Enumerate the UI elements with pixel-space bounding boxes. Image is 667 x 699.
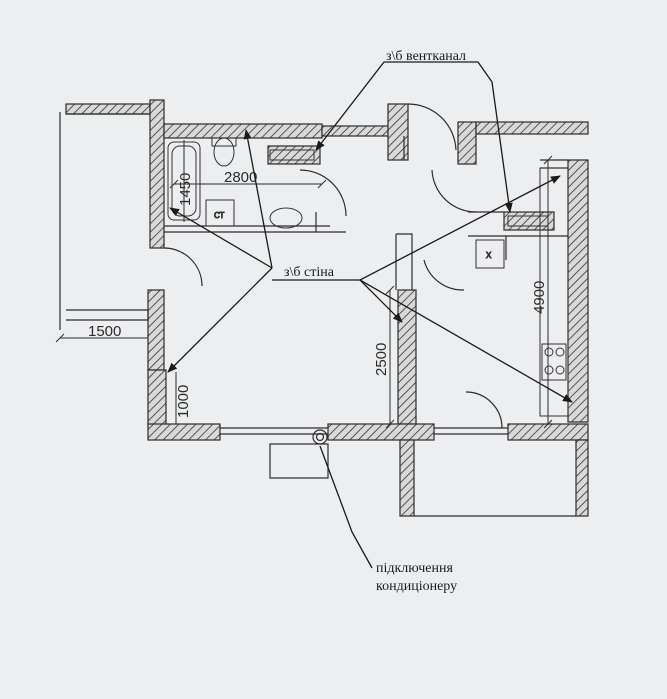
dim-1450: 1450 — [177, 173, 194, 206]
wall-vent-right — [457, 121, 477, 165]
wall-bottom-left — [147, 423, 221, 441]
label-ac-connection-1: підключення — [376, 561, 453, 576]
concrete-walls — [65, 99, 589, 517]
label-vent-duct: з\б вентканал — [386, 49, 466, 64]
washbasin-cabinet — [205, 199, 235, 227]
wall-balcony-right-post — [575, 439, 589, 517]
annotation-leaders — [167, 61, 573, 569]
wall-vent-left — [387, 103, 409, 161]
dim-1500: 1500 — [88, 323, 121, 340]
wall-top-bath — [163, 123, 323, 139]
wall-balcony-left-post — [399, 439, 415, 517]
toilet-tag: СТ — [214, 211, 225, 220]
dimension-lines — [55, 140, 553, 429]
kitchen-sink — [475, 239, 505, 269]
wall-bottom-right — [507, 423, 589, 441]
partitions — [59, 103, 576, 517]
wall-top-left-stub — [65, 103, 151, 115]
dim-2800: 2800 — [224, 169, 257, 186]
wall-right-kitchen — [567, 159, 589, 423]
wall-left-lower — [147, 289, 165, 371]
vent-duct-right — [503, 211, 555, 231]
vent-duct-left — [267, 145, 321, 165]
wall-bottom-middle — [327, 423, 435, 441]
dim-1000: 1000 — [175, 385, 192, 418]
wall-top-right-stub — [321, 125, 391, 137]
label-concrete-wall: з\б стіна — [284, 265, 335, 280]
dimension-labels: 2800 1450 1500 1000 2500 4900 — [88, 169, 548, 418]
washbasin — [269, 207, 303, 229]
dim-2500: 2500 — [373, 343, 390, 376]
sink-tag: Х — [486, 251, 492, 260]
label-ac-connection-2: кондиціонеру — [376, 579, 457, 594]
toilet — [213, 137, 235, 167]
kitchen-counter — [539, 167, 569, 417]
wall-top-kitchen — [475, 121, 589, 135]
dim-4900: 4900 — [531, 281, 548, 314]
annotation-texts: з\б вентканал з\б стіна підключення конд… — [284, 49, 466, 594]
wall-left-upper — [149, 99, 165, 249]
cooktop — [541, 343, 567, 381]
wall-left-lower-2 — [147, 369, 167, 427]
